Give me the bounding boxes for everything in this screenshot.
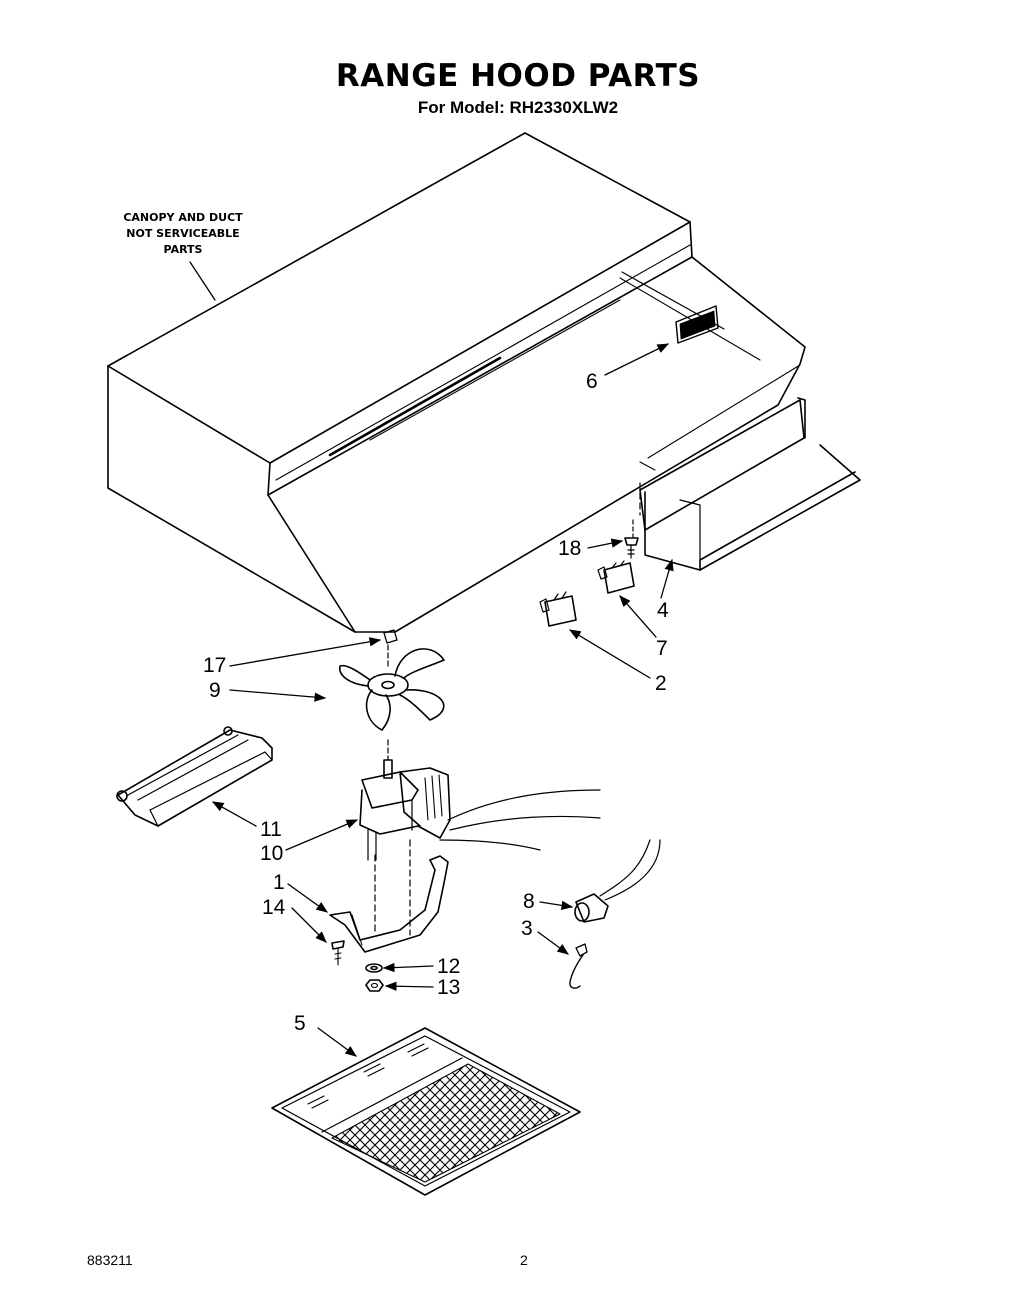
canopy-hood-drawing	[107, 132, 806, 633]
bracket-drawing	[329, 855, 449, 953]
fan-blade-drawing	[339, 629, 445, 761]
switch-7-drawing	[597, 560, 635, 594]
lamp-clip-drawing	[569, 943, 588, 989]
callout-18: 18	[558, 537, 582, 560]
document-number: 883211	[87, 1252, 133, 1268]
callout-8: 8	[523, 890, 535, 913]
callout-2: 2	[655, 672, 667, 695]
callout-17: 17	[203, 654, 227, 677]
page-title: RANGE HOOD PARTS	[335, 58, 701, 94]
control-box-drawing	[639, 397, 861, 571]
lamp-bracket-drawing	[116, 726, 273, 827]
callout-11: 11	[260, 818, 282, 841]
callout-3: 3	[521, 917, 533, 940]
filter-drawing	[271, 1027, 581, 1196]
page-number: 2	[520, 1252, 528, 1268]
model-subtitle: For Model: RH2330XLW2	[417, 98, 619, 117]
callout-4: 4	[657, 599, 669, 622]
leader-lines	[211, 343, 674, 1057]
canopy-note-line-3: PARTS	[163, 243, 203, 256]
callout-9: 9	[209, 679, 221, 702]
callout-13: 13	[437, 976, 461, 999]
callout-1: 1	[273, 871, 285, 894]
canopy-note: CANOPY AND DUCT NOT SERVICEABLE PARTS	[108, 210, 258, 258]
callout-6: 6	[586, 370, 598, 393]
lamp-socket-drawing	[574, 839, 661, 923]
callout-10: 10	[260, 842, 284, 865]
switch-2-drawing	[539, 591, 577, 627]
hardware-drawing	[331, 940, 384, 992]
canopy-note-line-1: CANOPY AND DUCT	[123, 211, 243, 224]
callout-14: 14	[262, 896, 286, 919]
callout-12: 12	[437, 955, 461, 978]
screw-drawing	[624, 482, 641, 559]
callout-7: 7	[656, 637, 668, 660]
nameplate-drawing	[675, 305, 719, 344]
callout-5: 5	[294, 1012, 306, 1035]
motor-drawing	[359, 759, 601, 936]
canopy-note-line-2: NOT SERVICEABLE	[126, 227, 240, 240]
